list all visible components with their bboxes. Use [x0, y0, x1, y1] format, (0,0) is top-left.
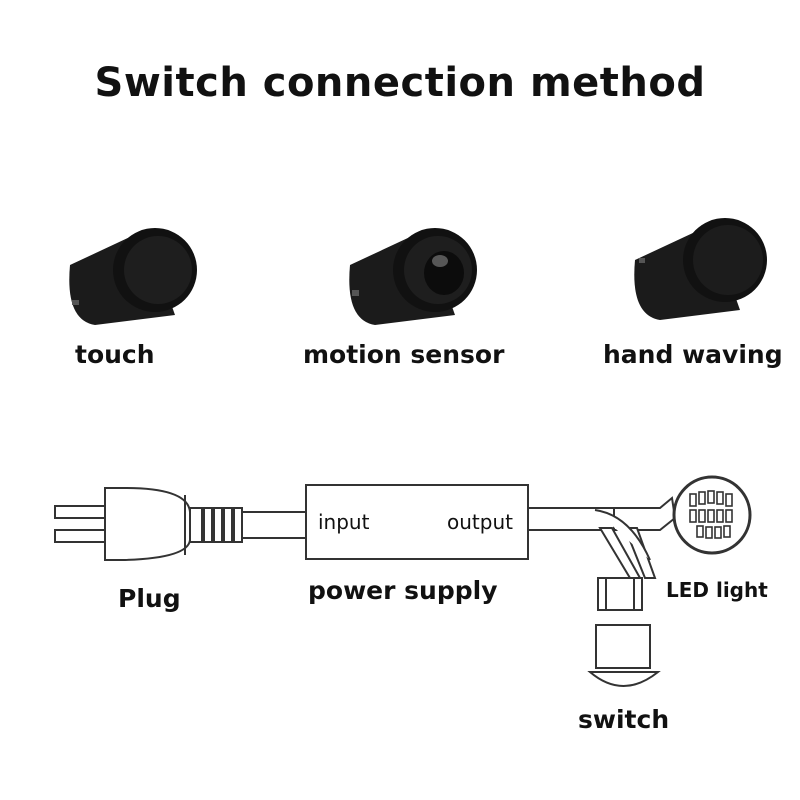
- motion-sensor-label: motion sensor: [303, 340, 505, 369]
- motion-sensor-icon: [349, 228, 477, 325]
- plug-prong-bottom: [54, 529, 108, 543]
- power-supply-label: power supply: [308, 576, 498, 605]
- power-supply-box: [305, 484, 529, 560]
- output-label: output: [447, 510, 513, 534]
- plug-label: Plug: [118, 584, 181, 613]
- switch-connector: [597, 577, 643, 611]
- input-label: input: [318, 510, 370, 534]
- plug-body-icon: [104, 487, 191, 561]
- page-title: Switch connection method: [94, 60, 706, 106]
- hand-waving-label: hand waving: [603, 340, 783, 369]
- touch-label: touch: [75, 340, 155, 369]
- plug-prong-top: [54, 505, 108, 519]
- led-light-label: LED light: [666, 578, 768, 602]
- hand-waving-sensor-icon: [634, 218, 767, 320]
- switch-body-icon: [595, 624, 651, 669]
- touch-sensor-icon: [69, 228, 197, 325]
- switch-label: switch: [578, 705, 670, 734]
